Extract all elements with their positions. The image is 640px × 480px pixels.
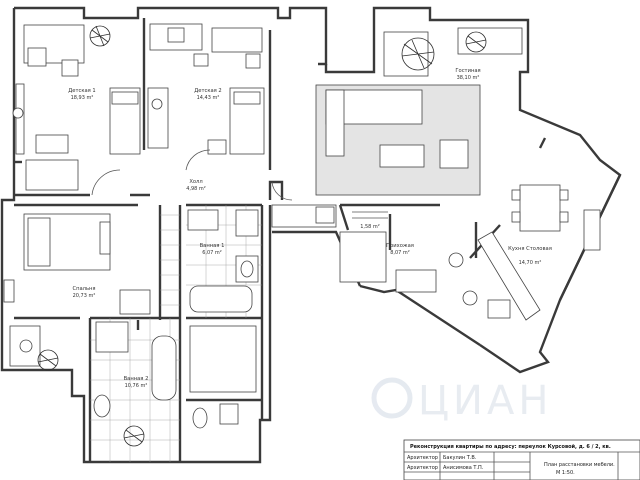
- room-area: 20,73 m²: [73, 293, 96, 299]
- role-1: Архитектор: [407, 455, 438, 461]
- armchair: [27, 47, 47, 67]
- sink: [219, 403, 239, 425]
- room-area: 10,76 m²: [125, 383, 148, 389]
- cabinet: [583, 209, 601, 251]
- name-1: Бакулин Т.В.: [443, 455, 477, 461]
- room-area: 1,58 m²: [360, 224, 380, 230]
- pouf: [448, 252, 464, 268]
- room-area: 14,70 m²: [519, 260, 542, 266]
- chest: [119, 289, 151, 315]
- room-living: Гостиная 38,10 m²: [315, 27, 523, 196]
- room-area: 14,43 m²: [197, 95, 220, 101]
- room-kitchen: Кухня Столовая 14,70 m²: [462, 184, 601, 321]
- cabinet: [339, 231, 387, 283]
- bathtub: [189, 285, 253, 313]
- room-name: Гостиная: [455, 68, 480, 74]
- nightstand: [207, 139, 227, 155]
- watermark: ЦИАН: [371, 377, 552, 424]
- chair: [12, 107, 24, 119]
- room-name: Ванная 1: [200, 243, 225, 249]
- room-wc: [189, 325, 257, 429]
- plant-icon: [37, 349, 59, 371]
- plant-icon: [401, 37, 435, 71]
- room-bath2: Ванная 2 10,76 m²: [90, 318, 180, 462]
- wardrobe: [211, 27, 263, 53]
- room-area: 18,93 m²: [71, 95, 94, 101]
- name-2: Анисимова Т.П.: [443, 465, 484, 471]
- plant-icon: [123, 425, 145, 447]
- plant-icon: [89, 25, 111, 47]
- room-hallway: Прихожая 8,07 m²: [339, 231, 464, 293]
- wc-space: [189, 325, 257, 393]
- shower: [95, 321, 129, 353]
- role-2: Архитектор: [407, 465, 438, 471]
- room-name: Спальня: [72, 286, 95, 292]
- sofa: [25, 159, 79, 191]
- dining-table: [519, 184, 561, 232]
- door-swing: [271, 181, 293, 201]
- toilet: [93, 394, 111, 418]
- bathtub: [151, 335, 177, 401]
- bench: [457, 27, 523, 55]
- stool: [61, 59, 79, 77]
- room-closet: 1,58 m²: [352, 211, 388, 230]
- room-name: Детская 2: [194, 88, 222, 94]
- stool: [245, 53, 261, 69]
- room-bath1: Ванная 1 6,07 m²: [160, 205, 262, 318]
- nightstand: [3, 279, 15, 303]
- desk: [147, 87, 169, 149]
- room-area: 8,07 m²: [390, 250, 410, 256]
- chair: [193, 53, 209, 67]
- bench: [395, 269, 437, 293]
- title-block: Реконструкция квартиры по адресу: переул…: [403, 439, 640, 480]
- table: [35, 134, 69, 154]
- counter: [477, 231, 541, 321]
- interior-walls: [14, 18, 547, 462]
- room-area: 38,10 m²: [457, 75, 480, 81]
- room-name: Холл: [189, 179, 202, 185]
- room-name: Прихожая: [386, 243, 414, 249]
- sink: [487, 299, 511, 319]
- room-area: 4,98 m²: [186, 186, 206, 192]
- plant-icon: [465, 31, 487, 53]
- desk: [15, 83, 25, 155]
- door-swing: [185, 149, 211, 171]
- sheet-title: План расстановки мебели.: [544, 462, 615, 468]
- coffee-table: [379, 144, 425, 168]
- room-name: Детская 1: [68, 88, 96, 94]
- room-hall: Холл 4,98 m²: [91, 149, 337, 228]
- watermark-text: ЦИАН: [418, 378, 552, 424]
- washing-machine: [187, 209, 219, 231]
- stove: [462, 290, 478, 306]
- room-children2: Детская 2 14,43 m²: [147, 23, 265, 155]
- room-name: Кухня Столовая: [508, 246, 552, 252]
- room-children1: Детская 1 18,93 m²: [12, 24, 141, 191]
- room-bedroom: Спальня 20,73 m²: [3, 213, 151, 371]
- room-name: Ванная 2: [124, 376, 149, 382]
- room-area: 6,07 m²: [202, 250, 222, 256]
- chair: [151, 98, 163, 110]
- scale: М 1:50.: [556, 470, 575, 476]
- shower: [235, 209, 259, 237]
- toilet: [192, 407, 208, 429]
- project-title: Реконструкция квартиры по адресу: переул…: [410, 443, 611, 450]
- door-swing: [91, 169, 121, 196]
- armchair: [439, 139, 469, 169]
